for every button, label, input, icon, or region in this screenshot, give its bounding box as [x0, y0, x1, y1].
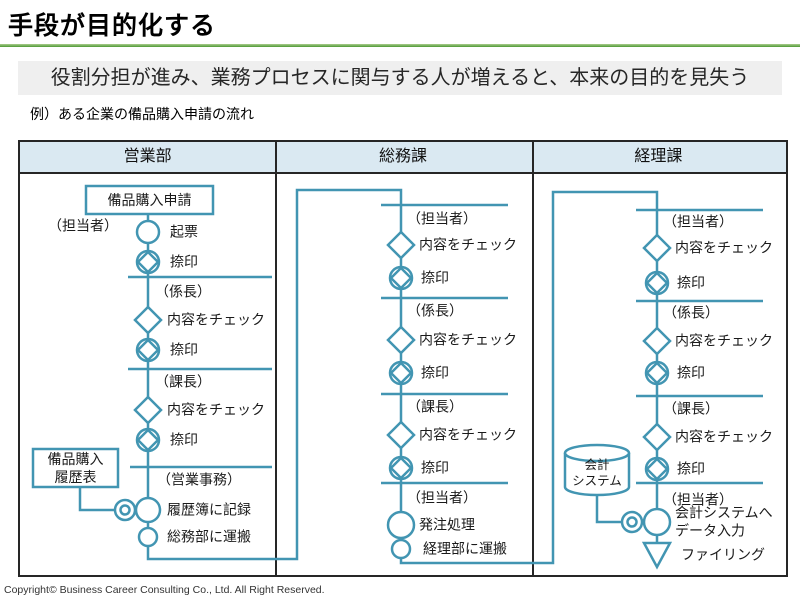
- database-label-line: システム: [572, 474, 622, 488]
- step-label: 内容をチェック: [167, 311, 265, 328]
- example-caption: 例）ある企業の備品購入申請の流れ: [30, 106, 254, 122]
- doc-label: 備品購入 履歴表: [33, 449, 118, 487]
- role-label: （課長）: [155, 373, 211, 390]
- step-label: 捺印: [677, 274, 705, 291]
- role-label: （担当者）: [663, 491, 733, 508]
- step-label: 会計システムへ データ入力: [675, 505, 773, 540]
- role-label: （担当者）: [48, 217, 118, 234]
- step-label: 内容をチェック: [167, 401, 265, 418]
- role-label: （担当者）: [663, 213, 733, 230]
- doc-label-line: 履歴表: [54, 469, 97, 485]
- step-label: 捺印: [677, 460, 705, 477]
- role-label: （係長）: [407, 302, 463, 319]
- step-label: 発注処理: [419, 516, 475, 533]
- lane-header-general: 総務課: [378, 148, 427, 165]
- step-label-line: 会計システムへ: [675, 504, 773, 521]
- copyright: Copyright© Business Career Consulting Co…: [4, 584, 325, 596]
- title-underline: [0, 44, 800, 47]
- lane-header-accounting: 経理課: [634, 148, 683, 165]
- step-label: 捺印: [421, 269, 449, 286]
- step-label: 経理部に運搬: [423, 540, 507, 557]
- key-message: 役割分担が進み、業務プロセスに関与する人が増えると、本来の目的を見失う: [18, 61, 782, 95]
- doc-label-line: 備品購入: [47, 450, 104, 467]
- doc-label: 備品購入申請: [107, 191, 192, 208]
- step-label: 内容をチェック: [419, 331, 517, 348]
- lane-divider: [275, 142, 277, 575]
- role-label: （課長）: [407, 398, 463, 415]
- page-title: 手段が目的化する: [8, 12, 217, 40]
- role-label: （課長）: [663, 400, 719, 417]
- role-label: （営業事務）: [157, 471, 241, 488]
- role-label: （担当者）: [407, 210, 477, 227]
- step-label: ファイリング: [681, 546, 765, 563]
- role-label: （担当者）: [407, 489, 477, 506]
- role-label: （係長）: [663, 304, 719, 321]
- database-label-line: 会計: [584, 457, 610, 472]
- step-label: 内容をチェック: [419, 236, 517, 253]
- lane-header-row: 営業部 総務課 経理課: [20, 142, 786, 174]
- step-label: 内容をチェック: [419, 426, 517, 443]
- step-label: 総務部に運搬: [167, 528, 251, 545]
- step-label: 起票: [170, 223, 198, 240]
- step-label: 捺印: [170, 431, 198, 448]
- lane-header-sales: 営業部: [123, 148, 172, 165]
- step-label: 履歴簿に記録: [167, 501, 251, 518]
- step-label: 内容をチェック: [675, 239, 773, 256]
- step-label-line: データ入力: [675, 522, 745, 538]
- step-label: 捺印: [421, 459, 449, 476]
- step-label: 捺印: [677, 364, 705, 381]
- step-label: 捺印: [170, 253, 198, 270]
- database-label: 会計 システム: [565, 454, 629, 492]
- lane-divider: [532, 142, 534, 575]
- step-label: 内容をチェック: [675, 428, 773, 445]
- step-label: 捺印: [170, 341, 198, 358]
- step-label: 捺印: [421, 364, 449, 381]
- step-label: 内容をチェック: [675, 332, 773, 349]
- role-label: （係長）: [155, 283, 211, 300]
